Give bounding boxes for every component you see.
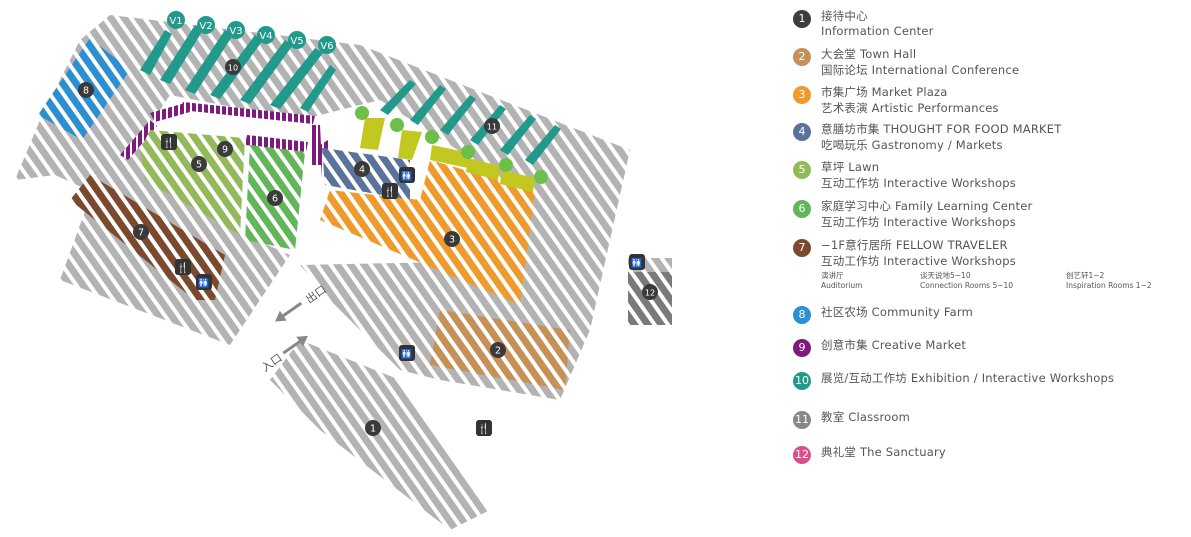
legend-text: 市集广场 Market Plaza	[821, 85, 948, 99]
legend-badge: 7	[793, 239, 811, 257]
svg-text:🍴: 🍴	[478, 422, 490, 435]
svg-text:5: 5	[196, 160, 202, 171]
venue-badge-v3: V3	[227, 21, 245, 39]
restroom-icon: 🚻	[399, 167, 415, 183]
legend-text: 互动工作坊 Interactive Workshops	[821, 254, 1016, 268]
area-creative-market[interactable]	[120, 102, 332, 178]
legend-badge: 12	[793, 446, 811, 464]
area-badge-8: 8	[78, 82, 94, 98]
svg-text:V4: V4	[259, 31, 272, 42]
legend-text: 教室 Classroom	[821, 410, 911, 424]
venue-badge-v6: V6	[318, 36, 336, 54]
legend-badge: 9	[793, 339, 811, 357]
legend-text: 互动工作坊 Interactive Workshops	[821, 176, 1016, 190]
svg-text:8: 8	[83, 86, 89, 97]
area-exhibition[interactable]	[140, 25, 336, 112]
svg-text:🍴: 🍴	[163, 136, 175, 149]
svg-text:7: 7	[138, 228, 144, 239]
restaurant-icon: 🍴	[175, 259, 191, 275]
legend-badge: 1	[793, 10, 811, 28]
legend-text: 互动工作坊 Interactive Workshops	[821, 215, 1016, 229]
legend-text: 草坪 Lawn	[821, 160, 880, 174]
restroom-icon: 🚻	[196, 274, 212, 290]
legend-text: 典礼堂 The Sanctuary	[821, 445, 946, 459]
legend-badge: 5	[793, 161, 811, 179]
svg-text:🚻: 🚻	[401, 170, 412, 182]
restaurant-icon: 🍴	[382, 183, 398, 199]
svg-text:🚻: 🚻	[198, 277, 209, 289]
svg-text:V2: V2	[199, 21, 212, 32]
area-badge-12: 12	[642, 284, 658, 300]
svg-text:9: 9	[222, 145, 228, 156]
restaurant-icon: 🍴	[161, 134, 177, 150]
tree-dots	[355, 106, 548, 184]
venue-badges: V1 V2 V3 V4 V5 V6	[167, 11, 336, 54]
area-lawn[interactable]	[140, 130, 245, 235]
legend-text: 接待中心	[821, 9, 868, 23]
legend-badge: 10	[793, 372, 811, 390]
svg-text:2: 2	[495, 346, 501, 357]
area-badge-6: 6	[267, 190, 283, 206]
market-kiosks	[360, 118, 535, 192]
svg-text:🍴: 🍴	[384, 185, 396, 198]
area-badge-4: 4	[354, 161, 370, 177]
legend-badge: 2	[793, 48, 811, 66]
legend-badge: 3	[793, 86, 811, 104]
area-badge-1: 1	[365, 420, 381, 436]
legend-text: 社区农场 Community Farm	[821, 305, 974, 319]
area-market-plaza[interactable]	[320, 160, 535, 305]
svg-text:V5: V5	[290, 36, 303, 47]
legend-text: 国际论坛 International Conference	[821, 63, 1020, 77]
svg-text:🚻: 🚻	[631, 257, 642, 269]
legend-badge: 8	[793, 306, 811, 324]
restroom-icon: 🚻	[629, 254, 645, 270]
svg-text:10: 10	[228, 64, 238, 73]
restaurant-icon: 🍴	[476, 420, 492, 436]
svg-text:V3: V3	[229, 26, 242, 37]
area-badge-2: 2	[490, 342, 506, 358]
area-badge-5: 5	[191, 156, 207, 172]
legend-text: 创意市集 Creative Market	[821, 338, 967, 352]
area-badge-3: 3	[444, 231, 460, 247]
legend-badge: 11	[793, 411, 811, 429]
facility-icons: 🍴 🍴 🚻 🍴 🚻 🚻 🚻 🍴	[161, 134, 645, 436]
restroom-icon: 🚻	[399, 345, 415, 361]
legend-text: 家庭学习中心 Family Learning Center	[821, 199, 1033, 213]
svg-text:12: 12	[645, 289, 655, 298]
legend-text: −1F意行居所 FELLOW TRAVELER	[821, 238, 1008, 252]
legend-text: 吃喝玩乐 Gastronomy / Markets	[821, 138, 1003, 152]
legend-badge: 4	[793, 123, 811, 141]
area-badge-9: 9	[217, 141, 233, 157]
legend-text: 意膳坊市集 THOUGHT FOR FOOD MARKET	[821, 122, 1062, 136]
legend-text: 艺术表演 Artistic Performances	[821, 101, 999, 115]
svg-text:11: 11	[487, 123, 497, 132]
exit-marker: 出口	[275, 282, 329, 322]
legend-badge: 6	[793, 200, 811, 218]
svg-text:6: 6	[272, 194, 278, 205]
svg-text:🍴: 🍴	[177, 261, 189, 274]
legend-text: Information Center	[821, 24, 934, 38]
svg-text:3: 3	[449, 235, 455, 246]
svg-text:V1: V1	[169, 16, 182, 27]
venue-badge-v5: V5	[288, 31, 306, 49]
svg-text:V6: V6	[320, 41, 333, 52]
svg-text:4: 4	[359, 165, 365, 176]
legend-text: 大会堂 Town Hall	[821, 47, 917, 61]
svg-text:1: 1	[370, 424, 376, 435]
svg-text:🚻: 🚻	[401, 348, 412, 360]
venue-badge-v4: V4	[257, 26, 275, 44]
area-badge-10: 10	[225, 59, 241, 75]
legend-text: 展览/互动工作坊 Exhibition / Interactive Worksh…	[821, 371, 1115, 385]
venue-badge-v1: V1	[167, 11, 185, 29]
area-badge-7: 7	[133, 224, 149, 240]
venue-badge-v2: V2	[197, 16, 215, 34]
area-badge-11: 11	[484, 118, 500, 134]
